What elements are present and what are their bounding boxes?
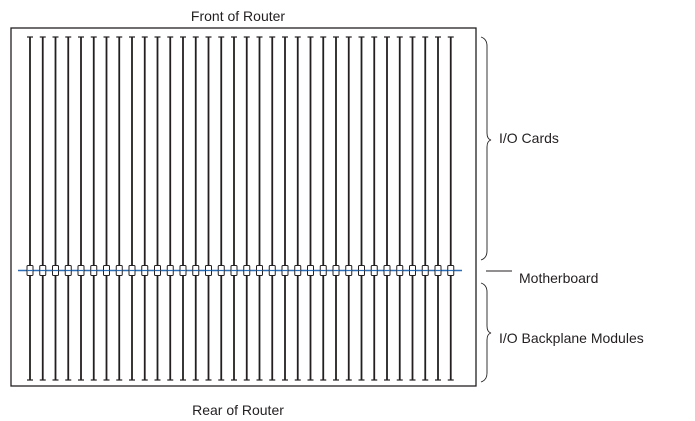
io-cards-label: I/O Cards	[499, 130, 559, 146]
io-card	[205, 36, 212, 265]
backplane-module	[116, 276, 123, 381]
backplane-module	[422, 276, 429, 381]
io-card	[320, 36, 327, 265]
backplane-module	[307, 276, 314, 381]
io-card	[447, 36, 454, 265]
io-card	[39, 36, 46, 265]
backplane-module	[256, 276, 263, 381]
io-card	[116, 36, 123, 265]
backplane-module	[103, 276, 110, 381]
io-cards-bracket	[480, 36, 492, 261]
rear-of-router-label: Rear of Router	[192, 402, 284, 418]
chassis-outline	[10, 27, 477, 387]
backplane-module	[218, 276, 225, 381]
io-card	[371, 36, 378, 265]
io-card	[65, 36, 72, 265]
io-card	[154, 36, 161, 265]
backplane-module	[320, 276, 327, 381]
backplane-module	[435, 276, 441, 381]
io-card	[231, 36, 237, 265]
backplane-module	[384, 276, 390, 381]
io-card	[307, 36, 314, 265]
backplane-module	[39, 276, 46, 381]
backplane-module	[154, 276, 161, 381]
io-card	[90, 36, 97, 265]
backplane-module	[282, 276, 288, 381]
backplane-module-slots	[27, 276, 454, 381]
backplane-module	[371, 276, 378, 381]
backplane-module	[243, 276, 250, 381]
io-card	[256, 36, 263, 265]
backplane-module	[409, 276, 416, 381]
backplane-module	[333, 276, 339, 381]
backplane-module	[447, 276, 454, 381]
io-card	[409, 36, 416, 265]
io-card	[282, 36, 288, 265]
motherboard-label: Motherboard	[519, 270, 599, 286]
io-backplane-modules-label: I/O Backplane Modules	[499, 330, 644, 346]
backplane-module	[358, 276, 365, 381]
io-card	[333, 36, 339, 265]
backplane-module	[192, 276, 199, 381]
io-card-slots	[27, 36, 454, 265]
io-card	[78, 36, 84, 265]
backplane-module	[396, 276, 403, 381]
io-card	[52, 36, 59, 265]
backplane-module	[129, 276, 135, 381]
io-card	[396, 36, 403, 265]
backplane-module	[27, 276, 33, 381]
io-card	[294, 36, 301, 265]
io-card	[27, 36, 33, 265]
io-card	[167, 36, 174, 265]
io-card	[435, 36, 441, 265]
io-card	[192, 36, 199, 265]
io-card	[358, 36, 365, 265]
io-card	[345, 36, 352, 265]
backplane-module	[269, 276, 276, 381]
front-of-router-label: Front of Router	[190, 8, 286, 24]
io-card	[243, 36, 250, 265]
backplane-bracket	[480, 282, 492, 383]
io-card	[141, 36, 148, 265]
backplane-module	[345, 276, 352, 381]
backplane-module	[180, 276, 186, 381]
backplane-module	[52, 276, 59, 381]
backplane-module	[294, 276, 301, 381]
backplane-module	[65, 276, 72, 381]
backplane-module	[141, 276, 148, 381]
motherboard-connectors	[26, 265, 455, 276]
backplane-module	[231, 276, 237, 381]
io-card	[422, 36, 429, 265]
backplane-module	[78, 276, 84, 381]
io-card	[218, 36, 225, 265]
io-card	[129, 36, 135, 265]
io-card	[103, 36, 110, 265]
backplane-module	[167, 276, 174, 381]
backplane-module	[90, 276, 97, 381]
io-card	[180, 36, 186, 265]
backplane-module	[205, 276, 212, 381]
io-card	[384, 36, 390, 265]
io-card	[269, 36, 276, 265]
